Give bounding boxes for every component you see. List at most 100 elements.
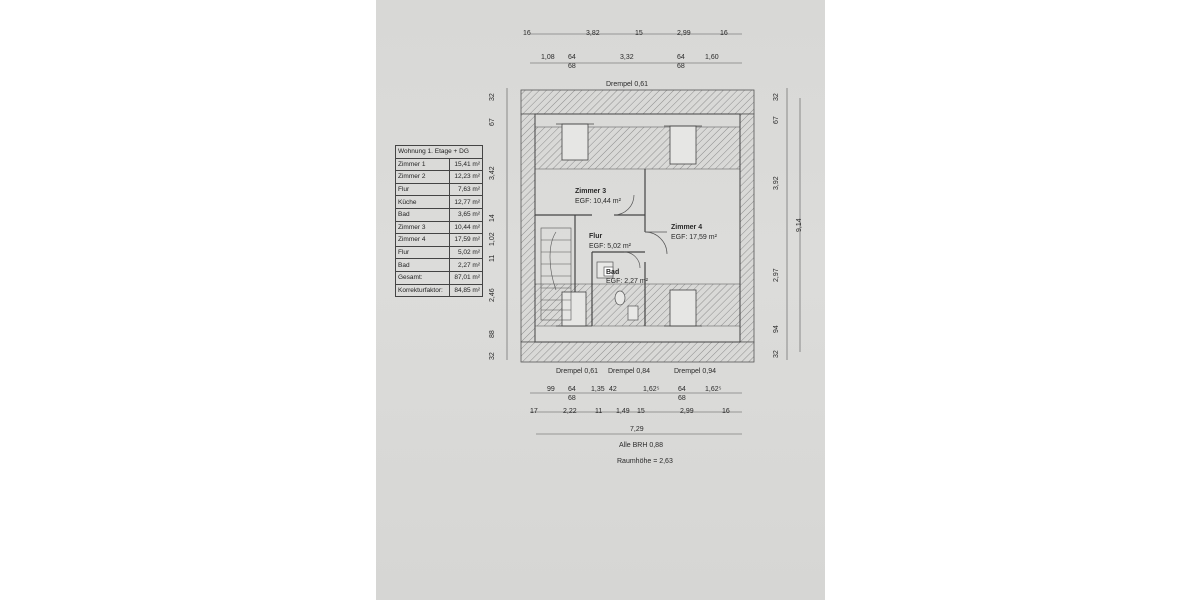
dim-top2-1: 64 (568, 54, 576, 61)
row-label: Bad (395, 207, 450, 222)
staircase (540, 227, 572, 321)
row-label: Zimmer 2 (395, 170, 450, 184)
row-value: 3,65 m² (448, 207, 484, 222)
row-value: 12,23 m² (448, 170, 484, 184)
dimension-lines (506, 33, 801, 435)
dim-right1-1: 67 (773, 116, 780, 124)
row-value: 10,44 m² (448, 220, 484, 235)
row-label: Zimmer 4 (395, 233, 450, 247)
dim-top2-5: 68 (677, 63, 685, 70)
drempel-bottom-label-2: Drempel 0,84 (608, 368, 650, 375)
brh-note: Alle BRH 0,88 (619, 442, 663, 449)
row-label: Zimmer 1 (395, 157, 450, 172)
dim-right1-3: 2,97 (773, 268, 780, 282)
ceiling-height-note: Raumhöhe = 2,63 (617, 458, 673, 465)
dim-top2-3: 3,32 (620, 54, 634, 61)
room-name-bad: Bad (606, 269, 619, 276)
dim-left-8: 32 (489, 352, 496, 360)
dim-right1-4: 94 (773, 325, 780, 333)
room-area-bad: EGF: 2,27 m² (606, 278, 649, 285)
building-walls (520, 89, 755, 363)
doors (613, 194, 668, 269)
bath-fixtures (596, 261, 639, 321)
dim-left-7: 88 (489, 330, 496, 338)
room-name-zimmer3: Zimmer 3 (575, 188, 606, 195)
area-table-title: Wohnung 1. Etage + DG (395, 145, 483, 159)
table-row: Gesamt:87,01 m² (395, 270, 484, 285)
row-value: 87,01 m² (448, 270, 484, 285)
dim-bottom1-5: 1,62⁵ (643, 386, 660, 393)
dim-bottom1-2: 68 (568, 395, 576, 402)
dim-bottom2-4: 15 (637, 408, 645, 415)
row-value: 5,02 m² (448, 245, 484, 260)
dim-bottom1-4: 42 (609, 386, 617, 393)
dim-right1-5: 32 (773, 350, 780, 358)
drempel-top-label: Drempel 0,61 (606, 81, 648, 88)
dim-bottom2-5: 2,99 (680, 408, 694, 415)
dim-left-2: 3,42 (489, 166, 496, 180)
room-name-flur: Flur (589, 233, 602, 240)
dim-bottom2-1: 2,22 (563, 408, 577, 415)
table-row: Korrekturfaktor:84,85 m² (395, 283, 484, 298)
dim-top1-2: 15 (635, 30, 643, 37)
dim-top1-0: 16 (523, 30, 531, 37)
row-label: Flur (395, 182, 450, 197)
drempel-bottom-label-1: Drempel 0,61 (556, 368, 598, 375)
room-area-zimmer3: EGF: 10,44 m² (575, 198, 622, 205)
dim-right1-2: 3,92 (773, 176, 780, 190)
row-value: 2,27 m² (448, 258, 484, 272)
row-value: 15,41 m² (448, 157, 484, 172)
area-table-header: Wohnung 1. Etage + DG (395, 145, 483, 159)
dim-bottom1-3: 1,35 (591, 386, 605, 393)
row-value: 12,77 m² (448, 195, 484, 209)
row-label: Zimmer 3 (395, 220, 450, 235)
dim-bottom1-7: 68 (678, 395, 686, 402)
dim-top1-1: 3,82 (586, 30, 600, 37)
row-value: 84,85 m² (448, 283, 484, 298)
dim-top2-0: 1,08 (541, 54, 555, 61)
row-label: Korrekturfaktor: (395, 283, 450, 298)
dim-left-5: 11 (489, 255, 496, 262)
dim-bottom3-0: 7,29 (630, 426, 644, 433)
room-area-zimmer4: EGF: 17,59 m² (671, 234, 718, 241)
row-label: Bad (395, 258, 450, 272)
drempel-bottom-label-3: Drempel 0,94 (674, 368, 716, 375)
room-name-zimmer4: Zimmer 4 (671, 224, 702, 231)
windows (556, 123, 702, 327)
dim-right1-0: 32 (773, 93, 780, 101)
row-value: 17,59 m² (448, 233, 484, 247)
room-area-flur: EGF: 5,02 m² (589, 243, 632, 250)
dim-right2-0: 9,14 (796, 218, 803, 232)
dim-bottom1-1: 64 (568, 386, 576, 393)
dim-bottom2-3: 1,49 (616, 408, 630, 415)
dim-top2-4: 64 (677, 54, 685, 61)
row-label: Gesamt: (395, 270, 450, 285)
dim-left-4: 1,02 (489, 232, 496, 246)
dim-bottom2-6: 16 (722, 408, 730, 415)
row-label: Flur (395, 245, 450, 260)
dim-bottom1-6: 64 (678, 386, 686, 393)
dim-top1-3: 2,99 (677, 30, 691, 37)
dim-left-0: 32 (489, 93, 496, 101)
dim-left-6: 2,46 (489, 288, 496, 302)
dim-bottom1-8: 1,62⁵ (705, 386, 722, 393)
row-label: Küche (395, 195, 450, 209)
dim-bottom2-2: 11 (595, 408, 602, 415)
dim-bottom2-0: 17 (530, 408, 538, 415)
row-value: 7,63 m² (448, 182, 484, 197)
dim-left-3: 14 (489, 214, 496, 222)
dim-top1-4: 16 (720, 30, 728, 37)
dim-top2-2: 68 (568, 63, 576, 70)
dim-bottom1-0: 99 (547, 386, 555, 393)
